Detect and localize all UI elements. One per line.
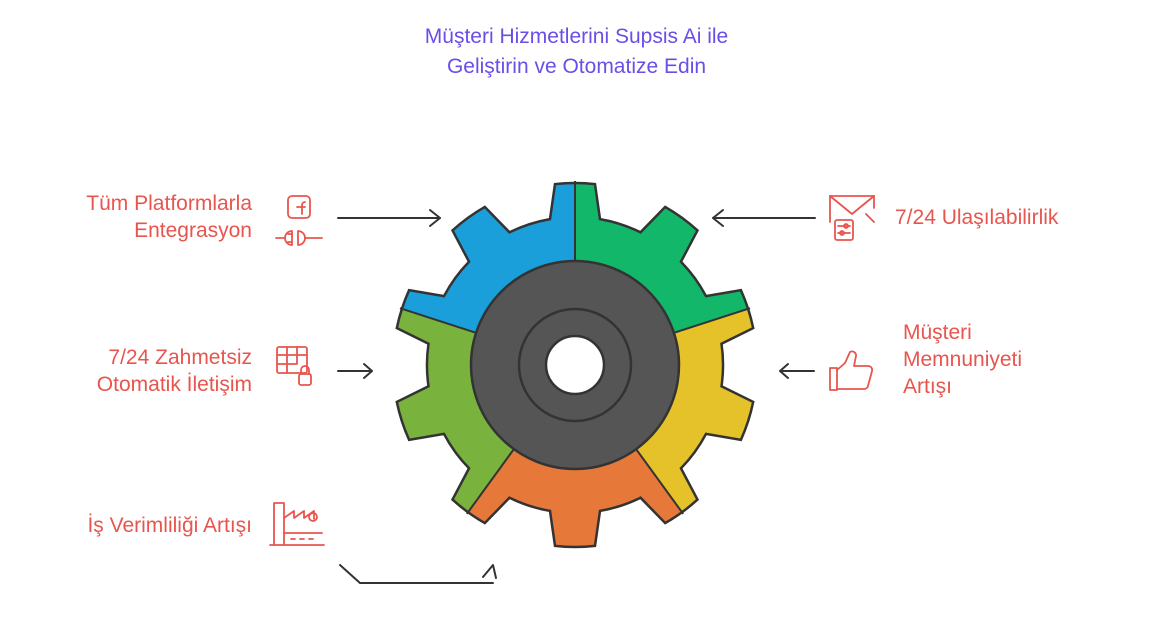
label-satisfaction-line-2: Memnuniyeti	[903, 348, 1023, 371]
mail-settings-icon	[829, 195, 875, 241]
gear-outline	[395, 181, 755, 549]
label-platforms-line-2: Entegrasyon	[134, 219, 252, 242]
segment-divider-line	[399, 307, 481, 336]
label-communication-line-1: 7/24 Zahmetsiz	[108, 346, 252, 369]
label-satisfaction: Müşteri Memnuniyeti Artışı	[903, 319, 1022, 400]
factory-icon	[269, 502, 325, 546]
label-satisfaction-line-3: Artışı	[903, 375, 953, 398]
segment-divider-line	[632, 445, 684, 515]
label-communication-line-2: Otomatik İletişim	[96, 373, 252, 396]
label-efficiency-line-1: İş Verimliliği Artışı	[87, 514, 252, 537]
label-efficiency: İş Verimliliği Artışı	[87, 512, 252, 539]
thumbs-up-icon	[829, 350, 873, 391]
gear-center-hole	[544, 334, 606, 396]
arrow-communication	[337, 363, 373, 379]
segment-divider-line	[466, 445, 518, 515]
arrow-efficiency	[339, 564, 497, 584]
table-lock-icon	[276, 346, 312, 386]
label-satisfaction-line-1: Müşteri	[903, 321, 972, 344]
title-line-2: Geliştirin ve Otomatize Edin	[446, 55, 707, 78]
hub-ring	[517, 307, 633, 423]
diagram-title: Müşteri Hizmetlerini Supsis Ai ile Geliş…	[0, 22, 1153, 82]
segment-dividers	[399, 181, 751, 515]
title-line-1: Müşteri Hizmetlerini Supsis Ai ile	[424, 25, 729, 48]
facebook-plug-icon	[275, 195, 323, 246]
segment-efficiency	[422, 365, 728, 548]
segment-divider-line	[669, 307, 751, 336]
arrow-availability	[712, 209, 816, 227]
arrow-platforms	[337, 209, 441, 227]
label-availability-line-1: 7/24 Ulaşılabilirlik	[895, 206, 1059, 229]
label-platforms-line-1: Tüm Platformlarla	[86, 192, 252, 215]
label-communication: 7/24 Zahmetsiz Otomatik İletişim	[97, 344, 252, 398]
label-availability: 7/24 Ulaşılabilirlik	[895, 204, 1058, 231]
label-platforms: Tüm Platformlarla Entegrasyon	[86, 190, 252, 244]
arrow-satisfaction	[779, 363, 815, 379]
